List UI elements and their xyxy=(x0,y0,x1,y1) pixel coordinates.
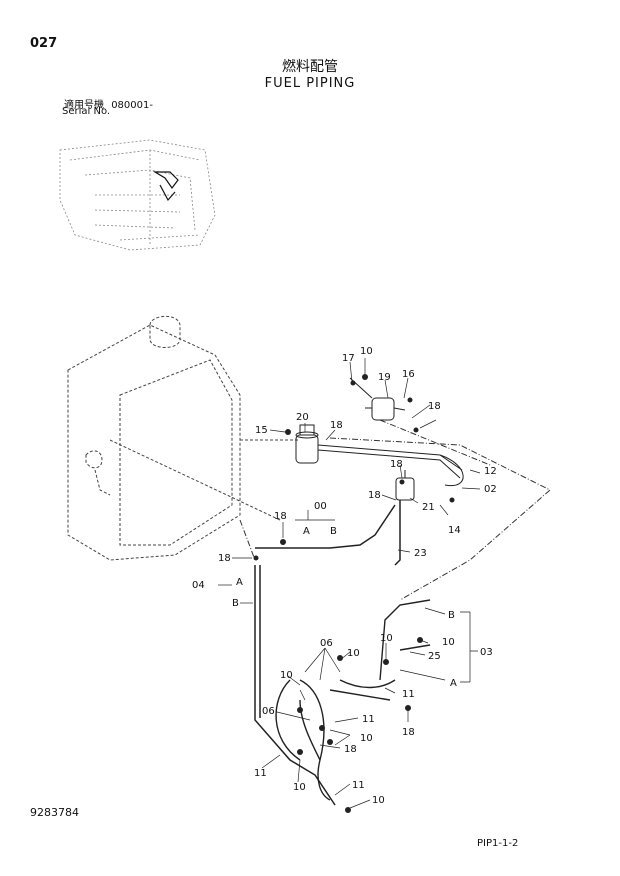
thumbnail-highlight xyxy=(152,171,179,202)
title-english: FUEL PIPING xyxy=(264,76,356,91)
callout-15: 15 xyxy=(255,425,268,436)
callout-B: B xyxy=(232,598,239,609)
callout-11: 11 xyxy=(254,768,267,779)
title-japanese: 燃料配管 xyxy=(282,59,338,75)
serial-line-japanese: 適用号機 080001- xyxy=(64,96,153,111)
callout-18: 18 xyxy=(428,401,441,412)
callout-labels: 10 17 19 16 18 20 18 15 18 12 02 18 21 1… xyxy=(192,346,497,806)
callout-11: 11 xyxy=(362,714,375,725)
callout-23: 23 xyxy=(414,548,427,559)
callout-04: 04 xyxy=(192,580,205,591)
callout-10: 10 xyxy=(360,346,373,357)
fuel-line-top xyxy=(317,444,464,487)
serial-label-jp: 適用号機 xyxy=(64,100,104,111)
routing-lines xyxy=(239,419,551,601)
callout-10: 10 xyxy=(293,782,306,793)
page-number: 027 xyxy=(30,36,58,51)
callout-17: 17 xyxy=(342,353,355,364)
callout-25: 25 xyxy=(428,651,441,662)
callout-10: 10 xyxy=(360,733,373,744)
callout-10: 10 xyxy=(280,670,293,681)
callout-18: 18 xyxy=(218,553,231,564)
callout-12: 12 xyxy=(484,466,497,477)
callout-A: A xyxy=(450,678,457,689)
callout-11: 11 xyxy=(352,780,365,791)
hose-04 xyxy=(254,565,336,806)
callout-16: 16 xyxy=(402,369,415,380)
fasteners xyxy=(253,374,455,813)
separator-21 xyxy=(395,470,415,501)
fuel-filter-20 xyxy=(295,424,319,464)
callout-18: 18 xyxy=(390,459,403,470)
callout-21: 21 xyxy=(422,502,435,513)
callout-10: 10 xyxy=(442,637,455,648)
callout-20: 20 xyxy=(296,412,309,423)
callout-18: 18 xyxy=(274,511,287,522)
callout-18: 18 xyxy=(330,420,343,431)
drawing-number: 9283784 xyxy=(30,806,79,819)
callout-11: 11 xyxy=(402,689,415,700)
page-code: PIP1-1-2 xyxy=(477,838,519,849)
callout-14: 14 xyxy=(448,525,461,536)
serial-label-english: Serial No. xyxy=(62,106,111,117)
hose-loops xyxy=(275,599,431,801)
hose-23 xyxy=(255,500,401,566)
serial-value: 080001- xyxy=(111,100,153,111)
callout-A: A xyxy=(236,577,243,588)
callout-B: B xyxy=(448,610,455,621)
excavator-thumbnail xyxy=(59,139,216,251)
callout-00: 00 xyxy=(314,501,327,512)
callout-03: 03 xyxy=(480,647,493,658)
fuel-tank-outline xyxy=(67,315,300,561)
callout-19: 19 xyxy=(378,372,391,383)
callout-B: B xyxy=(330,526,337,537)
callout-10: 10 xyxy=(347,648,360,659)
callout-02: 02 xyxy=(484,484,497,495)
callout-06: 06 xyxy=(262,706,275,717)
callout-10: 10 xyxy=(380,633,393,644)
leader-lines xyxy=(218,358,481,809)
callout-18: 18 xyxy=(402,727,415,738)
callout-18: 18 xyxy=(344,744,357,755)
callout-06: 06 xyxy=(320,638,333,649)
valve-assembly-19 xyxy=(349,377,406,421)
callout-A: A xyxy=(303,526,310,537)
callout-18: 18 xyxy=(368,490,381,501)
callout-10: 10 xyxy=(372,795,385,806)
